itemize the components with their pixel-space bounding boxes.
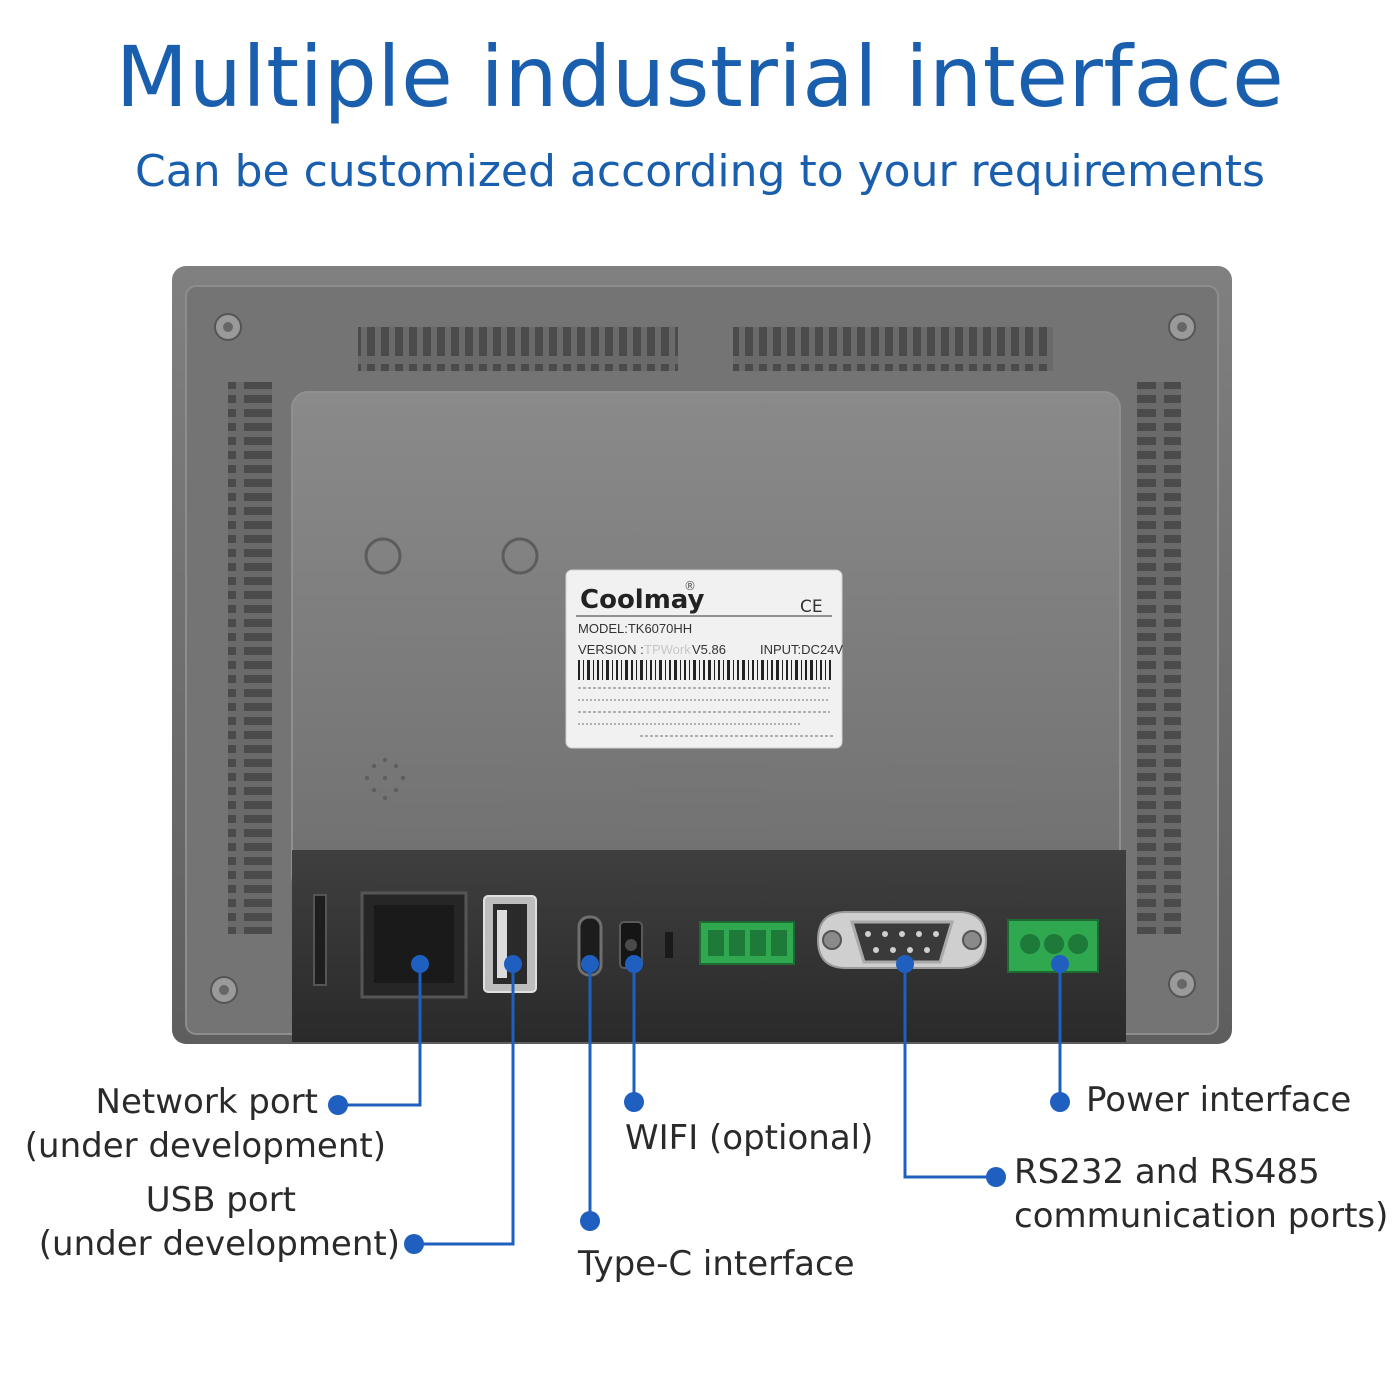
- usb-port-sublabel: (under development): [38, 1224, 400, 1264]
- vent-left: [228, 382, 272, 934]
- screw-icon: [1168, 313, 1196, 341]
- rs-ports-sublabel: communication ports): [1014, 1196, 1389, 1236]
- network-port-label: Network port: [95, 1082, 318, 1122]
- leader-network: [338, 964, 422, 1107]
- network-port-sublabel: (under development): [24, 1126, 386, 1166]
- callout-network-port: Network port (under development): [20, 1080, 386, 1168]
- ethernet-port-icon: [360, 891, 468, 999]
- barcode: [578, 660, 831, 680]
- usb-port-icon: [483, 895, 537, 993]
- callout-type-c: Type-C interface: [578, 1242, 855, 1286]
- screw-icon: [1168, 970, 1196, 998]
- label-fine-print: [578, 687, 834, 737]
- screw-icon: [210, 976, 238, 1004]
- vent-top-left: [358, 327, 678, 371]
- usb-port-label: USB port: [145, 1180, 296, 1220]
- callout-power: Power interface: [1086, 1078, 1351, 1122]
- page-title: Multiple industrial interface: [115, 28, 1285, 126]
- label-brand: Coolmay: [580, 585, 705, 615]
- label-version-software: TPWork: [644, 642, 691, 657]
- wifi-label: WIFI (optional): [625, 1118, 874, 1158]
- type-c-label: Type-C interface: [578, 1244, 855, 1284]
- label-input: INPUT:DC24V: [760, 642, 843, 657]
- db9-connector-icon: [816, 911, 988, 969]
- label-version-prefix: VERSION :: [578, 642, 644, 657]
- power-label: Power interface: [1086, 1080, 1352, 1120]
- label-version-number: V5.86: [692, 642, 726, 657]
- speaker-grille-icon: [364, 757, 406, 801]
- callout-usb-port: USB port (under development): [20, 1178, 400, 1266]
- callout-wifi: WIFI (optional): [625, 1116, 873, 1160]
- callout-rs-ports: RS232 and RS485 communication ports): [1014, 1150, 1388, 1238]
- mounting-hole: [364, 537, 402, 575]
- rs-ports-label: RS232 and RS485: [1014, 1152, 1320, 1192]
- power-terminal-icon: [1007, 919, 1099, 973]
- leader-usb: [414, 964, 515, 1246]
- vent-right: [1137, 382, 1181, 934]
- product-label: Coolmay ® CE MODEL:TK6070HH VERSION : TP…: [565, 569, 843, 749]
- mounting-hole: [501, 537, 539, 575]
- callout-leaders: [338, 964, 1062, 1246]
- label-registered-mark: ®: [684, 579, 696, 593]
- terminal-block-icon: [699, 921, 795, 965]
- sd-card-slot: [313, 894, 327, 986]
- leader-rs: [903, 964, 996, 1179]
- screw-icon: [214, 313, 242, 341]
- vent-top-right: [733, 327, 1053, 371]
- label-model: MODEL:TK6070HH: [578, 621, 692, 636]
- label-ce-mark: CE: [800, 597, 823, 617]
- callout-dots: [328, 955, 1070, 1254]
- page-subtitle: Can be customized according to your requ…: [135, 146, 1265, 197]
